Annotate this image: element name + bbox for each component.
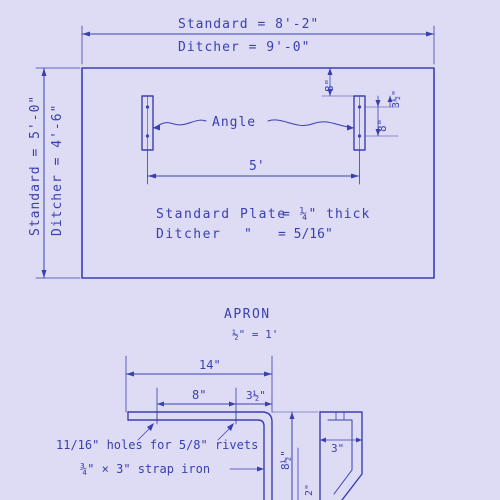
plate-outline <box>81 67 435 279</box>
thickness-ditcher-label: Ditcher <box>156 227 221 242</box>
angle-leader-right <box>267 119 355 129</box>
strap-outer-edge <box>127 411 273 500</box>
bolt-edge-label: 3½" <box>390 90 402 108</box>
plate-width-standard-label: Standard = 8'-2" <box>178 17 319 32</box>
apron-foot-label: 3" <box>331 442 344 455</box>
apron-title: APRON <box>224 307 271 322</box>
thickness-standard-value: = ¼" thick <box>282 207 370 222</box>
apron-scale: ½" = 1' <box>232 328 278 341</box>
angle-spacing-label: 5' <box>249 159 265 174</box>
apron-overall-label: 14" <box>199 358 221 372</box>
apron-height-label: 8½" <box>279 450 292 470</box>
apron-small-label: 2" <box>304 484 315 496</box>
bolt-dimensions <box>364 95 399 137</box>
plate-height-ditcher-label: Ditcher = 4'-6" <box>50 104 65 236</box>
apron-dim-a-label: 8" <box>192 388 206 402</box>
note-holes: 11/16" holes for 5/8" rivets <box>56 438 258 452</box>
thickness-ditcher-value: = 5/16" <box>278 227 333 242</box>
thickness-ditcher-ditto: " <box>244 227 252 242</box>
apron-side-profile <box>319 411 363 500</box>
note-strap: ¾" × 3" strap iron <box>80 462 210 476</box>
plate-width-ditcher-label: Ditcher = 9'-0" <box>178 40 310 55</box>
apron-dim-b-label: 3½" <box>246 389 266 402</box>
top-offset-label: 8" <box>323 79 336 92</box>
angle-label: Angle <box>212 115 256 130</box>
angle-leader-left <box>152 119 207 129</box>
angle-right <box>353 95 366 151</box>
angle-left <box>141 95 154 151</box>
plate-height-standard-label: Standard = 5'-0" <box>28 95 43 236</box>
strap-inner-edge <box>127 419 265 500</box>
top-offset-dimension <box>321 67 355 97</box>
thickness-standard-label: Standard Plate <box>156 207 287 222</box>
bolt-spacing-label: 8" <box>376 119 389 132</box>
plate-height-dimension <box>35 67 81 279</box>
plate-width-dimension <box>81 25 435 65</box>
apron-height-dimension <box>271 411 319 500</box>
angle-spacing-dimension <box>147 149 360 185</box>
apron-overall-dimension <box>125 355 273 413</box>
